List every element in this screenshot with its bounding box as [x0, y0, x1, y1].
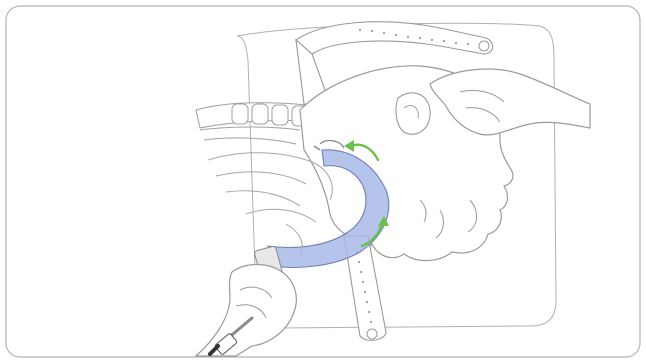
ear — [396, 93, 430, 134]
strap-hole — [479, 41, 489, 51]
lower-strap-hole — [367, 329, 377, 339]
